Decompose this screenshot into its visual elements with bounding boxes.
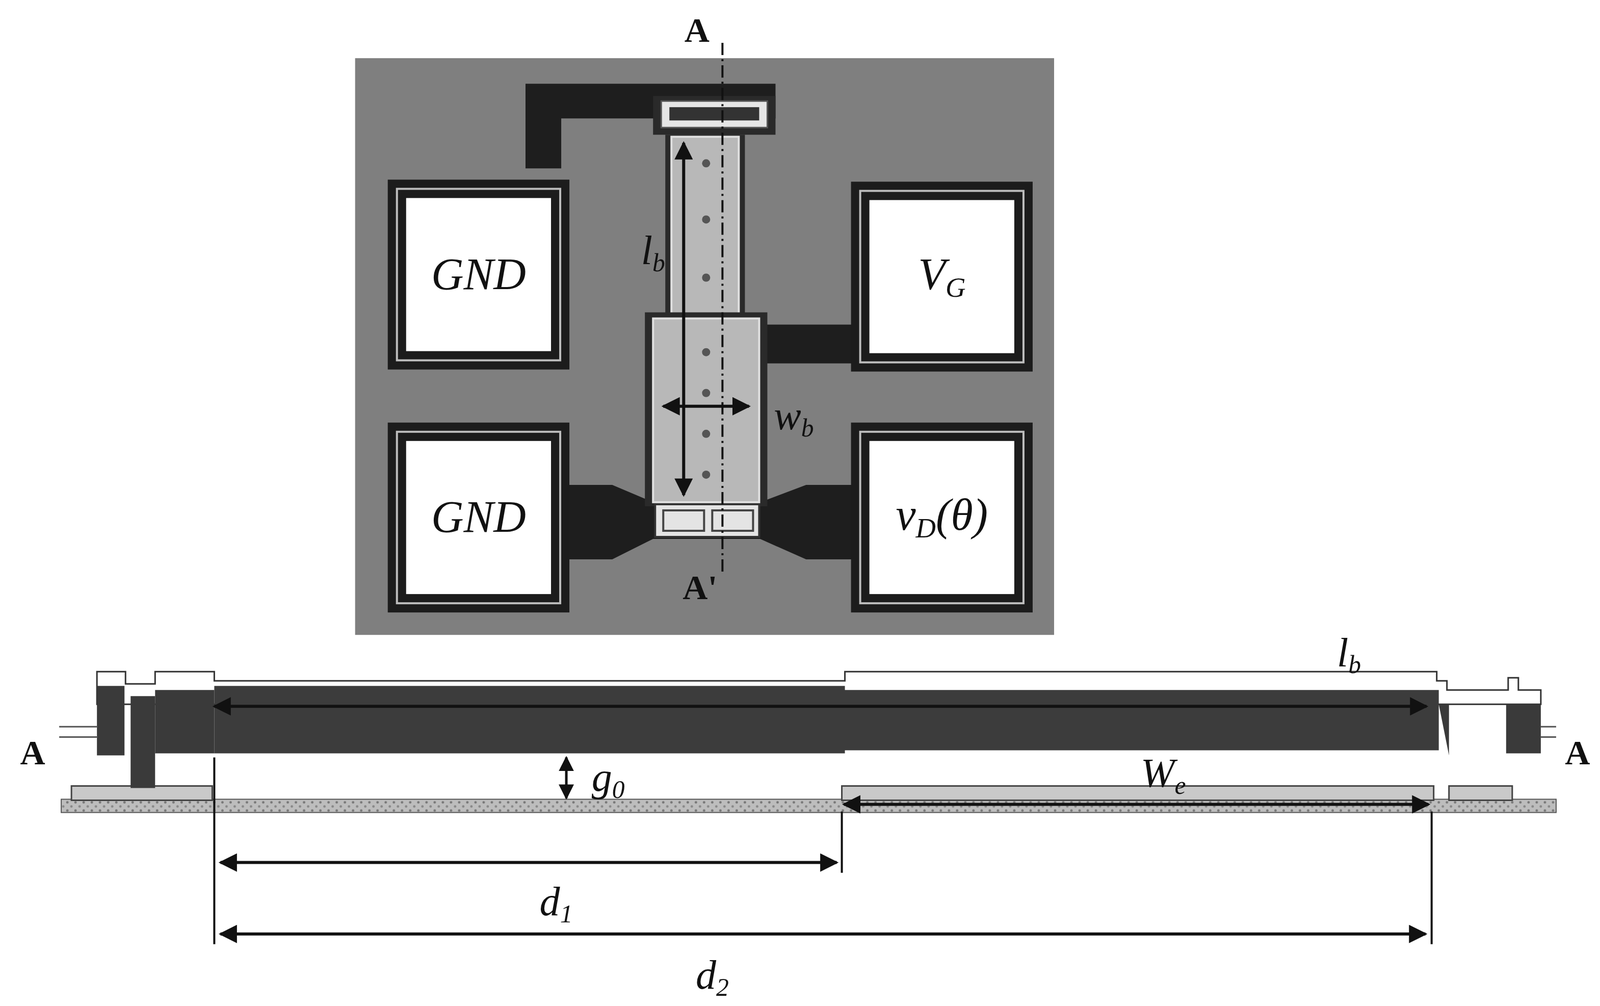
pad-label: VG (917, 251, 966, 302)
bond-pad: GND (406, 197, 552, 351)
dimension-label: lb (1336, 632, 1361, 678)
symbol-letter: W (1140, 749, 1175, 796)
argument: (θ) (935, 489, 988, 540)
dimension-label: We (1140, 752, 1187, 799)
dimension-arrow (682, 142, 686, 495)
beam-edge (665, 134, 745, 324)
dimension-label: lb (641, 230, 666, 277)
dimension-arrow (663, 404, 749, 408)
symbol-letter: g (591, 753, 613, 800)
symbol-letter: d (695, 951, 717, 998)
dimension-label: g0 (591, 756, 625, 803)
micrograph (355, 42, 1055, 635)
beam (154, 685, 1439, 753)
bond-pad: vD(θ) (869, 440, 1015, 594)
release-holes (701, 159, 711, 479)
dimension-label: wb (773, 395, 814, 442)
dimension-arrow (220, 932, 1426, 936)
pad-label: GND (431, 251, 527, 297)
symbol-letter: w (773, 392, 801, 439)
extension-line (214, 756, 1432, 944)
bond-pad: GND (406, 440, 552, 594)
dimension-arrow (844, 802, 1429, 806)
dimension-label: d1 (539, 881, 573, 928)
dimension-label: d2 (695, 954, 729, 1001)
sense-electrode (654, 504, 759, 537)
beam-plate (652, 318, 759, 503)
subscript: b (652, 248, 666, 277)
beam-edge (644, 312, 768, 507)
electrode (842, 785, 1434, 800)
substrate (61, 798, 1557, 812)
subscript: 0 (612, 775, 625, 803)
section-line (721, 42, 724, 572)
subscript: b (1348, 650, 1361, 678)
section-label: A (19, 735, 45, 771)
symbol-letter: l (641, 227, 653, 274)
subscript: G (945, 271, 966, 303)
pad-label: GND (431, 494, 527, 540)
dimension-arrow (220, 860, 837, 864)
subscript: b (801, 413, 815, 442)
micrograph-ground (355, 58, 1055, 635)
metal-trace (759, 324, 857, 364)
electrode (71, 785, 213, 800)
symbol-letter: v (896, 489, 916, 540)
anchor (652, 95, 776, 135)
beam (671, 136, 739, 324)
cross-section (59, 671, 1557, 944)
subscript: 1 (560, 899, 573, 928)
dimension-arrow (214, 704, 1427, 708)
pad-label: vD(θ) (896, 492, 988, 543)
symbol-letter: l (1336, 628, 1349, 675)
subscript: e (1174, 771, 1187, 799)
section-label: A' (682, 570, 718, 606)
symbol-letter: V (917, 248, 946, 299)
subscript: D (915, 512, 936, 543)
subscript: 2 (716, 973, 729, 1001)
electrode (1449, 785, 1513, 800)
dimension-arrow (565, 756, 568, 798)
symbol-letter: d (539, 878, 561, 925)
bond-pad: VG (869, 199, 1015, 353)
section-label: A (684, 13, 710, 48)
section-label: A (1564, 735, 1590, 771)
